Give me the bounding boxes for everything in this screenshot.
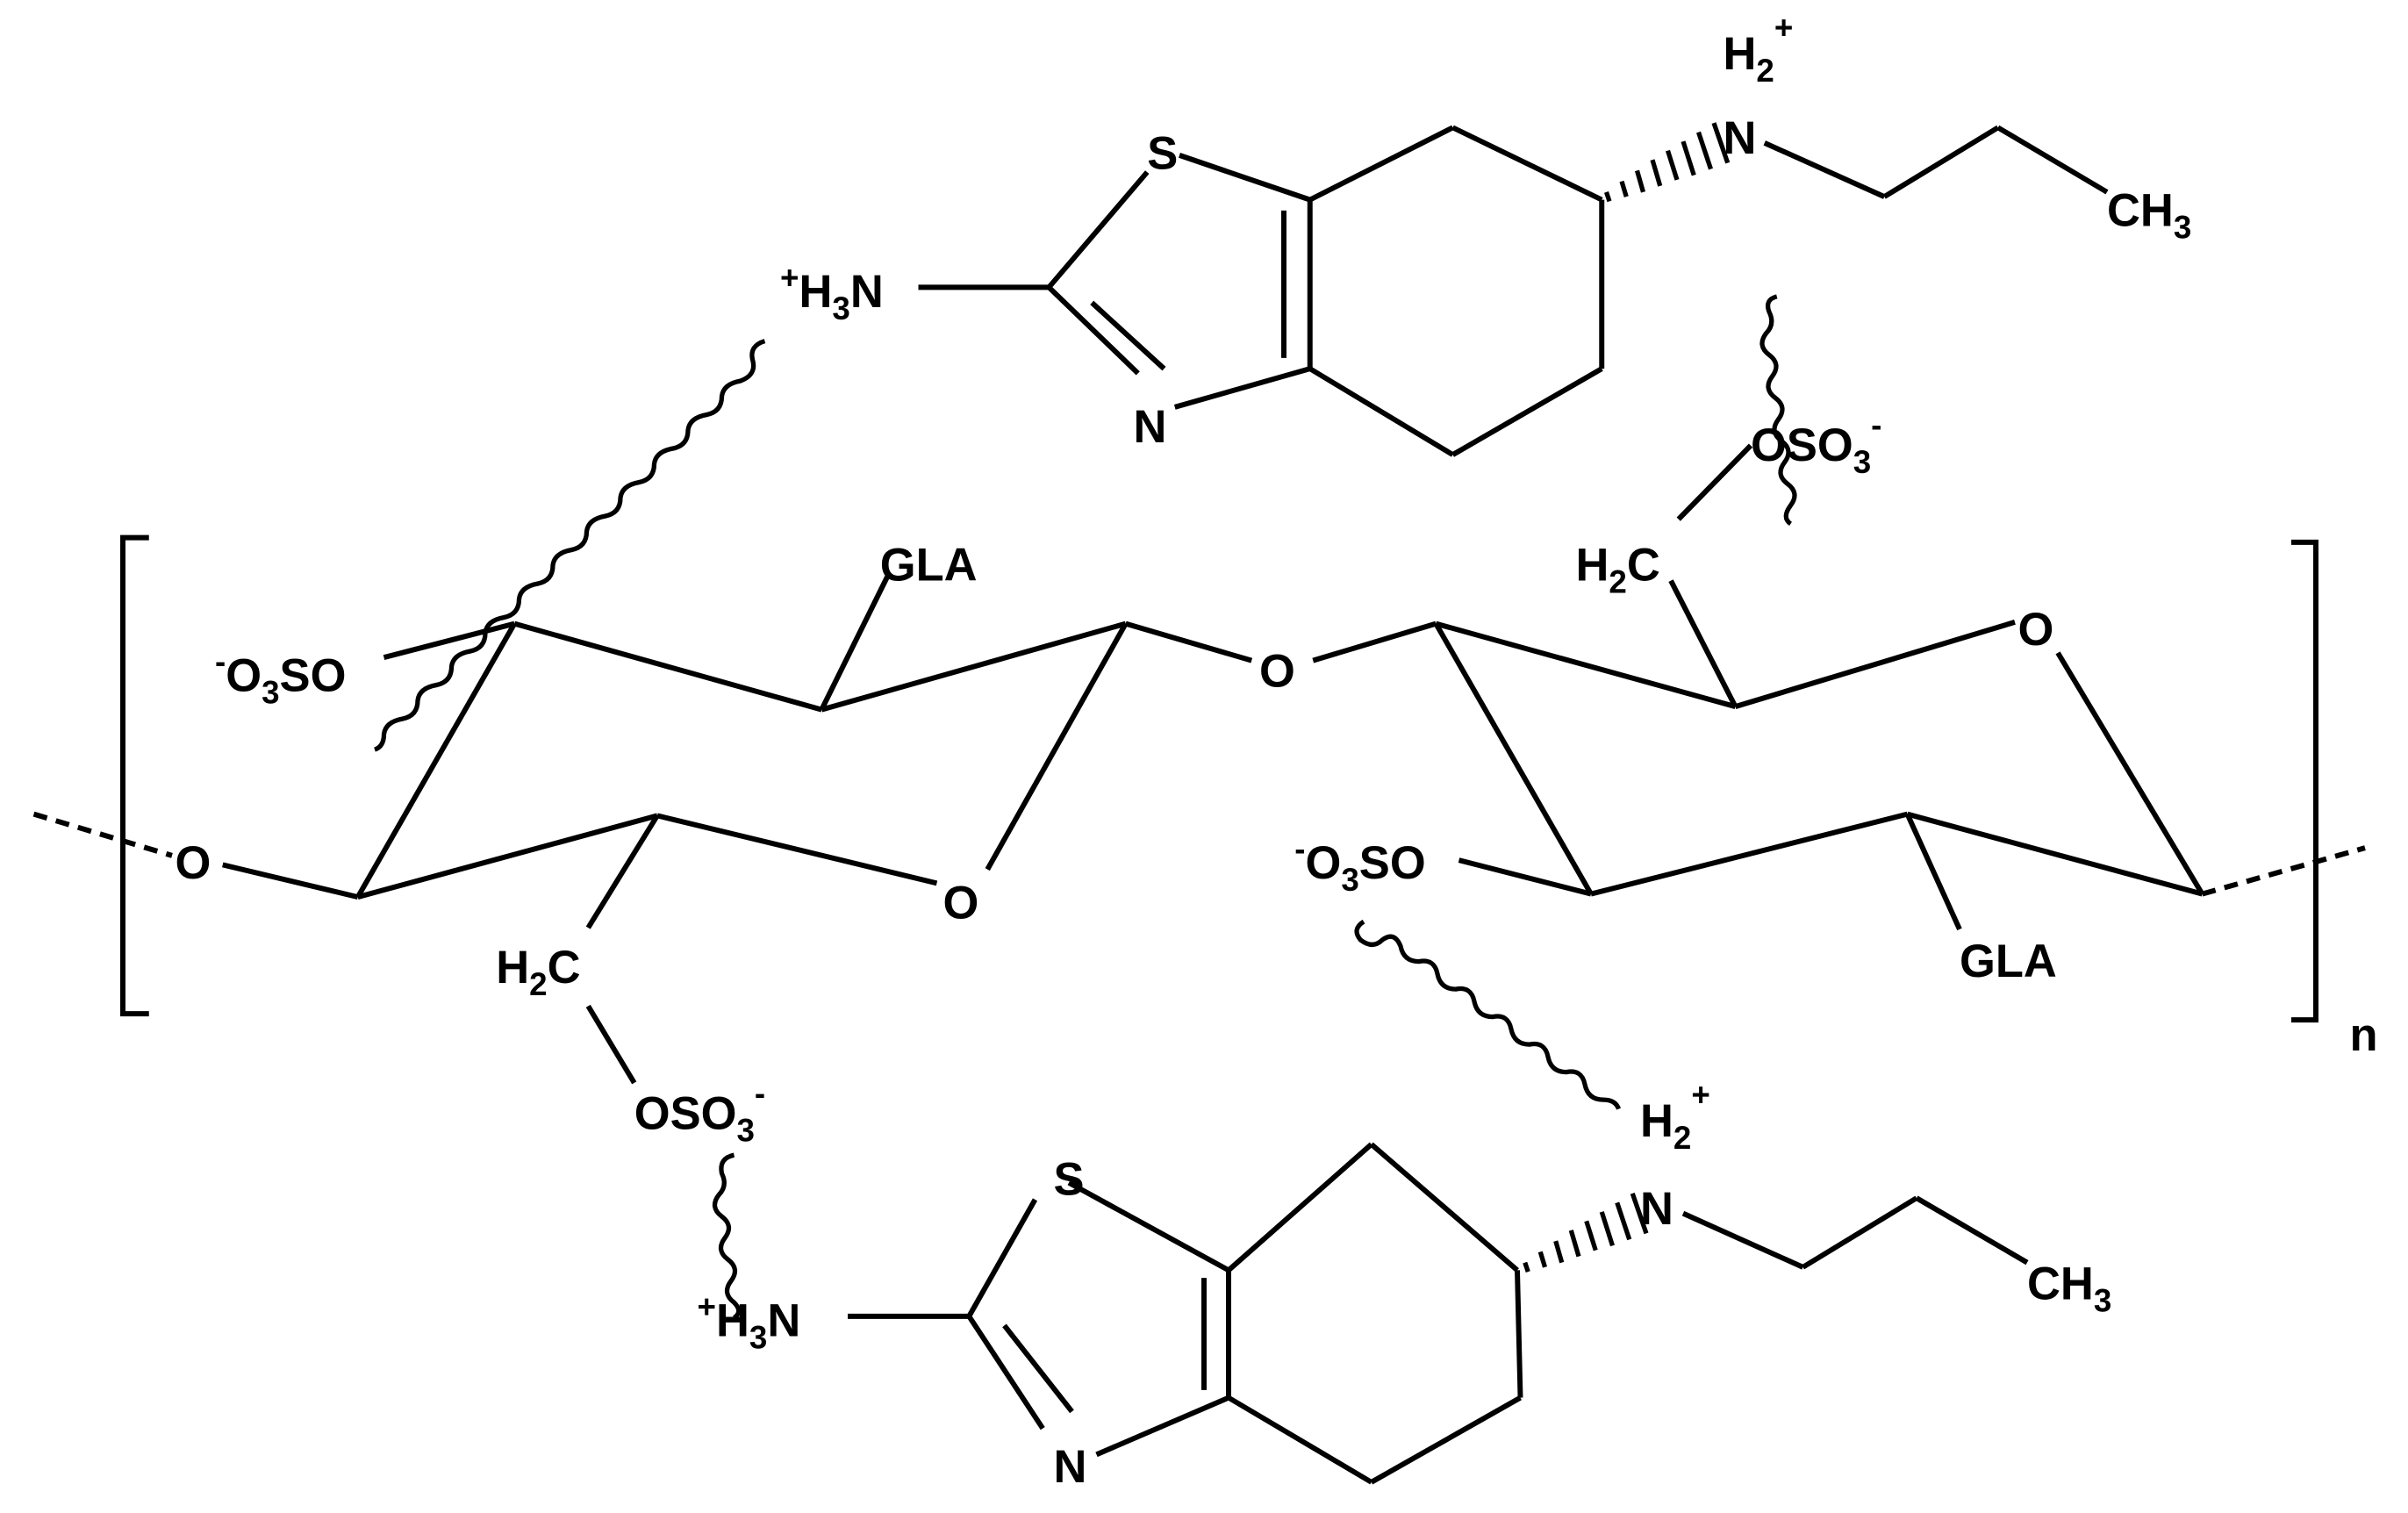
top-ammonium-n-label: N <box>1724 112 1757 164</box>
bottom-ammonium-n-label: N <box>1640 1183 1673 1235</box>
bottom-amine-label: +H3N <box>698 1289 801 1356</box>
ionic-interaction-wavy-long <box>373 339 766 752</box>
ionic-interaction-wavy-bottom <box>712 1152 742 1320</box>
bottom-methyl-label: CH3 <box>2027 1258 2111 1319</box>
right-ring-o-label: O <box>2018 604 2054 656</box>
left-bracket <box>120 534 149 1017</box>
bottom-ammonium-h-label: H2+ <box>1640 1077 1710 1156</box>
top-amine-label: +H3N <box>780 260 884 326</box>
bottom-pramipexole: +H3N S N H2+ N CH3 <box>698 1077 2112 1493</box>
glycosidic-o-label: O <box>1259 645 1295 697</box>
left-ch2-label: H2C <box>496 942 580 1002</box>
ionic-interaction-wavy <box>1759 294 1797 527</box>
bottom-left-sulfate-label: OSO3- <box>634 1075 765 1148</box>
right-ch2-label: H2C <box>1576 540 1660 600</box>
top-right-sulfate-label: OSO3- <box>1751 407 1881 480</box>
bottom-thiazole-n-label: N <box>1054 1441 1087 1493</box>
right-gla-label: GLA <box>1960 936 2057 987</box>
bottom-thiazole-s-label: S <box>1054 1154 1085 1206</box>
top-ammonium-h-label: H2+ <box>1724 10 1794 89</box>
ionic-interaction-wavy-mid <box>1354 919 1621 1110</box>
top-methyl-label: CH3 <box>2107 184 2191 245</box>
left-ring-o-label: O <box>943 878 979 929</box>
right-bracket <box>2291 539 2318 1023</box>
repeat-index-n: n <box>2350 1009 2378 1061</box>
right-sulfate-label: -O3SO <box>1294 831 1425 898</box>
hashed-wedge-bond <box>1523 1193 1649 1273</box>
left-chain-o-label: O <box>176 837 211 889</box>
top-thiazole-s-label: S <box>1147 128 1178 180</box>
left-sulfate-label: -O3SO <box>215 644 346 711</box>
hashed-wedge-bond <box>1604 122 1731 203</box>
top-pramipexole: +H3N S N H2+ N CH3 <box>780 10 2191 527</box>
left-gla-label: GLA <box>880 540 978 592</box>
top-thiazole-n-label: N <box>1134 401 1167 453</box>
polysaccharide-repeat-unit: n GLA -O3SO <box>32 407 2378 1148</box>
